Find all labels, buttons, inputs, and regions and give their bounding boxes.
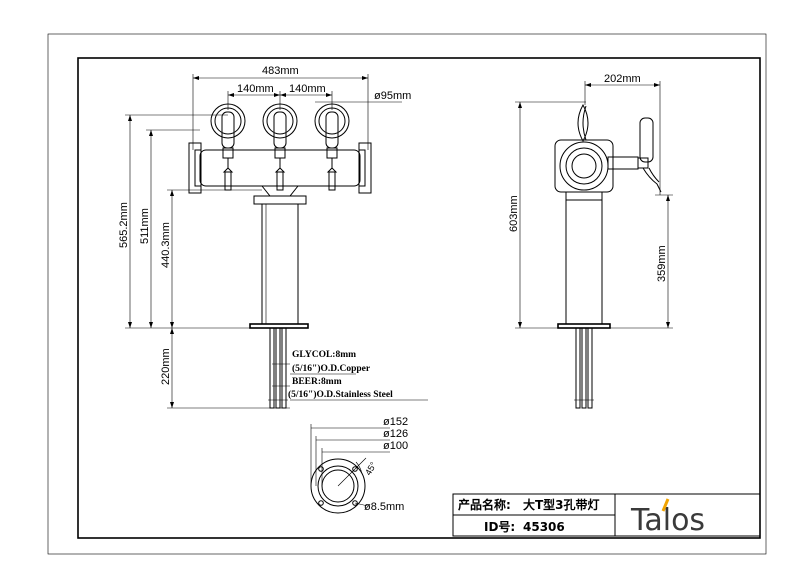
base-view: ø152 ø126 ø100 45° ø8.5mm — [310, 416, 408, 514]
dim-height-total: 565.2mm — [118, 202, 130, 248]
tap-right — [314, 103, 350, 191]
note-glycol-spec: (5/16")O.D.Copper — [292, 363, 371, 374]
dim-base-inner: ø100 — [383, 440, 408, 452]
tap-center — [262, 103, 298, 191]
product-id-label: ID号: — [484, 519, 515, 534]
front-view: 483mm 140mm 140mm ø95mm — [118, 65, 428, 409]
outer-frame — [47, 33, 767, 555]
dim-base-angle: 45° — [363, 460, 379, 477]
dim-base-outer: ø152 — [383, 416, 408, 428]
logo-accent-icon — [661, 498, 670, 512]
title-block: 产品名称: 大T型3孔带灯 ID号: 45306 Talos — [452, 493, 761, 538]
side-view: 202mm 603mm 359mm — [508, 73, 673, 409]
note-beer-spec: (5/16")O.D.Stainless Steel — [288, 389, 393, 400]
dim-height-tap: 511mm — [139, 208, 151, 244]
note-glycol: GLYCOL:8mm — [292, 350, 356, 360]
dim-overall-width: 483mm — [262, 65, 299, 77]
note-beer: BEER:8mm — [292, 377, 342, 387]
dim-spacing-right: 140mm — [289, 83, 326, 95]
product-name-value: 大T型3孔带灯 — [523, 497, 600, 512]
tap-left — [210, 103, 246, 191]
dim-height-column: 440.3mm — [160, 222, 172, 268]
dim-depth: 202mm — [604, 73, 641, 85]
dim-spout-height: 359mm — [656, 245, 668, 282]
dim-side-height: 603mm — [508, 195, 520, 232]
talos-logo: Talos — [630, 503, 705, 538]
product-name-label: 产品名称: — [458, 497, 511, 512]
dim-base-hole: ø8.5mm — [364, 501, 404, 513]
product-id-value: 45306 — [523, 520, 565, 534]
inner-frame — [77, 57, 761, 539]
dim-spacing-left: 140mm — [237, 83, 274, 95]
dim-base-bolt: ø126 — [383, 428, 408, 440]
dim-shank-length: 220mm — [160, 348, 172, 385]
dim-medallion-dia: ø95mm — [374, 90, 411, 102]
